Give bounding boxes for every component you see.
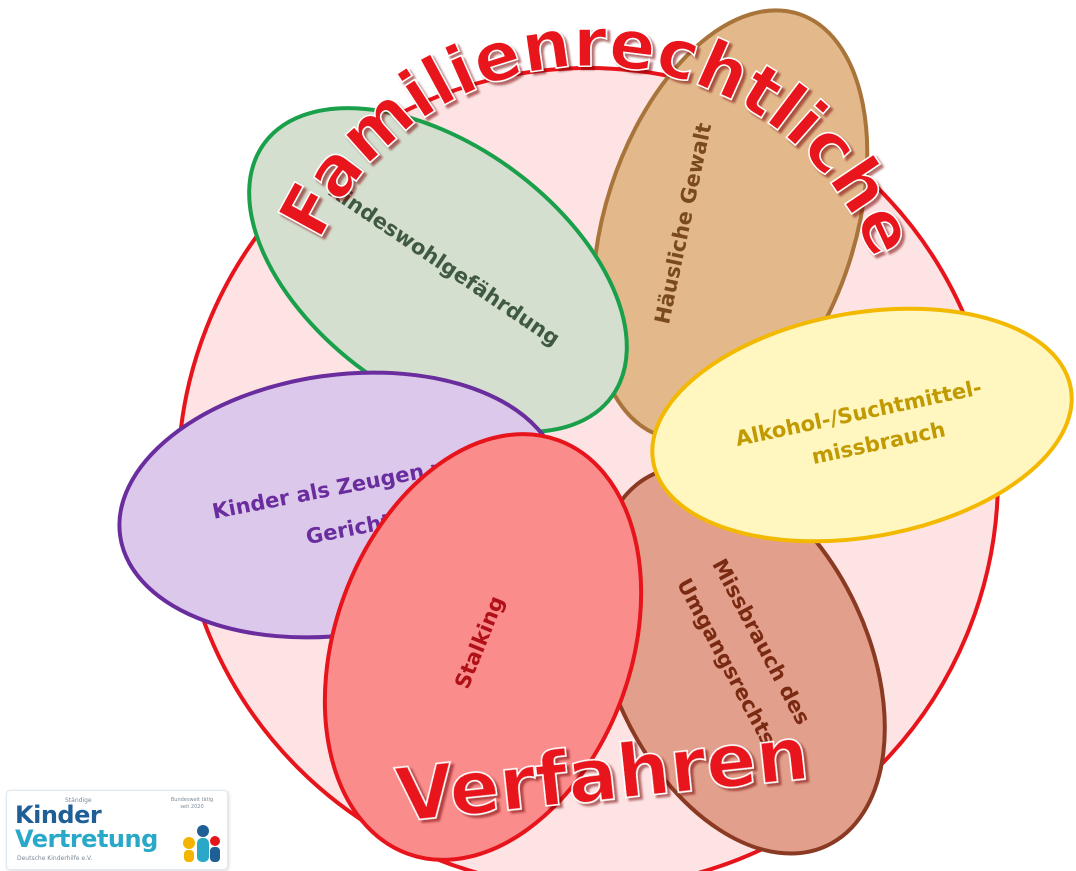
logo-vertretung-text: Vertretung [15,825,158,853]
kindervertretung-logo: Ständige Kinder Vertretung Deutsche Kind… [6,790,228,870]
logo-figures-icon [183,825,220,862]
logo-small-text: Ständige [65,797,92,804]
logo-kinder-text: Kinder [15,801,102,829]
logo-sub-text: Deutsche Kinderhilfe e.V. [17,855,93,862]
petal-umgangsrecht: Missbrauch des Umgangsrechts [593,464,887,856]
petal-stalking: Stalking [322,432,644,862]
logo-since-text: Bundesweit tätig seit 2020 [170,797,214,810]
petal-kindeswohl: Kindeswohlgefährdung [247,106,629,434]
petal-alkohol: Alkohol-/Suchtmittel- missbrauch [650,306,1074,544]
